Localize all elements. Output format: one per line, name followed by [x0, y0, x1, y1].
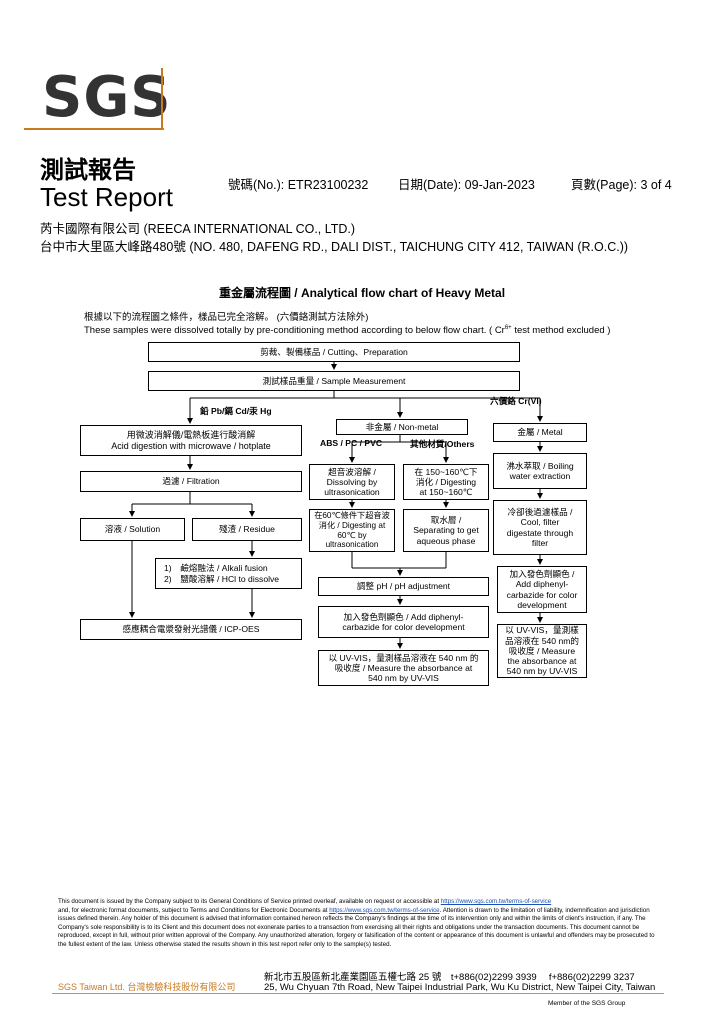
label-pb-cd-hg: 鉛 Pb/鎘 Cd/汞 Hg	[200, 406, 272, 416]
solution-box: 溶液 / Solution	[80, 518, 185, 541]
metal-box: 金屬 / Metal	[493, 423, 587, 442]
add-carbazide-box: 加入發色劑顯色 / Add diphenyl-carbazide for col…	[318, 606, 489, 638]
cutting-preparation-box: 剪裁、製備樣品 / Cutting、Preparation	[148, 342, 520, 362]
report-number: 號碼(No.): ETR23100232	[228, 178, 369, 192]
logo-horizontal-rule	[24, 128, 164, 130]
legal-disclaimer: This document is issued by the Company s…	[58, 898, 655, 948]
company-name: 芮卡國際有限公司 (REECA INTERNATIONAL CO., LTD.)	[40, 222, 356, 236]
terms-link-1[interactable]: https://www.sgs.com.tw/terms-of-service	[440, 898, 552, 905]
sgs-logo: SGS	[42, 65, 172, 130]
terms-link-2[interactable]: https://www.sgs.com.tw/terms-of-service	[329, 906, 440, 914]
note-chinese: 根據以下的流程圖之條件，樣品已完全溶解。 (六價鉻測試方法除外)	[84, 312, 369, 323]
residue-box: 殘渣 / Residue	[192, 518, 302, 541]
label-cr-vi: 六價鉻 Cr(VI)	[490, 396, 542, 406]
sample-measurement-box: 測試樣品重量 / Sample Measurement	[148, 371, 520, 391]
filtration-box: 過濾 / Filtration	[80, 471, 302, 492]
uv-vis-box: 以 UV-VIS，量測樣品溶液在 540 nm 的吸收度 / Measure t…	[318, 650, 489, 686]
label-abs-pc-pvc: ABS / PC / PVC	[320, 438, 383, 448]
logo-vertical-rule	[161, 68, 163, 128]
metal-add-carbazide-box: 加入發色劑顯色 /Add diphenyl-carbazide for colo…	[497, 566, 587, 613]
label-others: 其他材質/Others	[410, 439, 475, 449]
title-chinese: 測試報告	[40, 157, 136, 184]
note-english: These samples were dissolved totally by …	[84, 325, 611, 337]
sgs-taiwan-name: SGS Taiwan Ltd. 台灣檢驗科技股份有限公司	[58, 982, 236, 992]
footer-rule	[52, 993, 664, 994]
page-number: 頁數(Page): 3 of 4	[571, 178, 672, 192]
address-english: 25, Wu Chyuan 7th Road, New Taipei Indus…	[264, 982, 656, 993]
title-english: Test Report	[40, 182, 173, 212]
company-address: 台中市大里區大峰路480號 (NO. 480, DAFENG RD., DALI…	[40, 240, 629, 254]
icp-oes-box: 感應耦合電漿發射光譜儀 / ICP-OES	[80, 619, 302, 640]
member-of-sgs-group: Member of the SGS Group	[548, 1000, 626, 1007]
report-date: 日期(Date): 09-Jan-2023	[398, 178, 535, 192]
address-chinese: 新北市五股區新北產業園區五權七路 25 號 t+886(02)2299 3939…	[264, 972, 635, 983]
flowchart-title: 重金屬流程圖 / Analytical flow chart of Heavy …	[218, 286, 506, 300]
ph-adjustment-box: 調整 pH / pH adjustment	[318, 577, 489, 596]
non-metal-box: 非金屬 / Non-metal	[336, 419, 468, 435]
